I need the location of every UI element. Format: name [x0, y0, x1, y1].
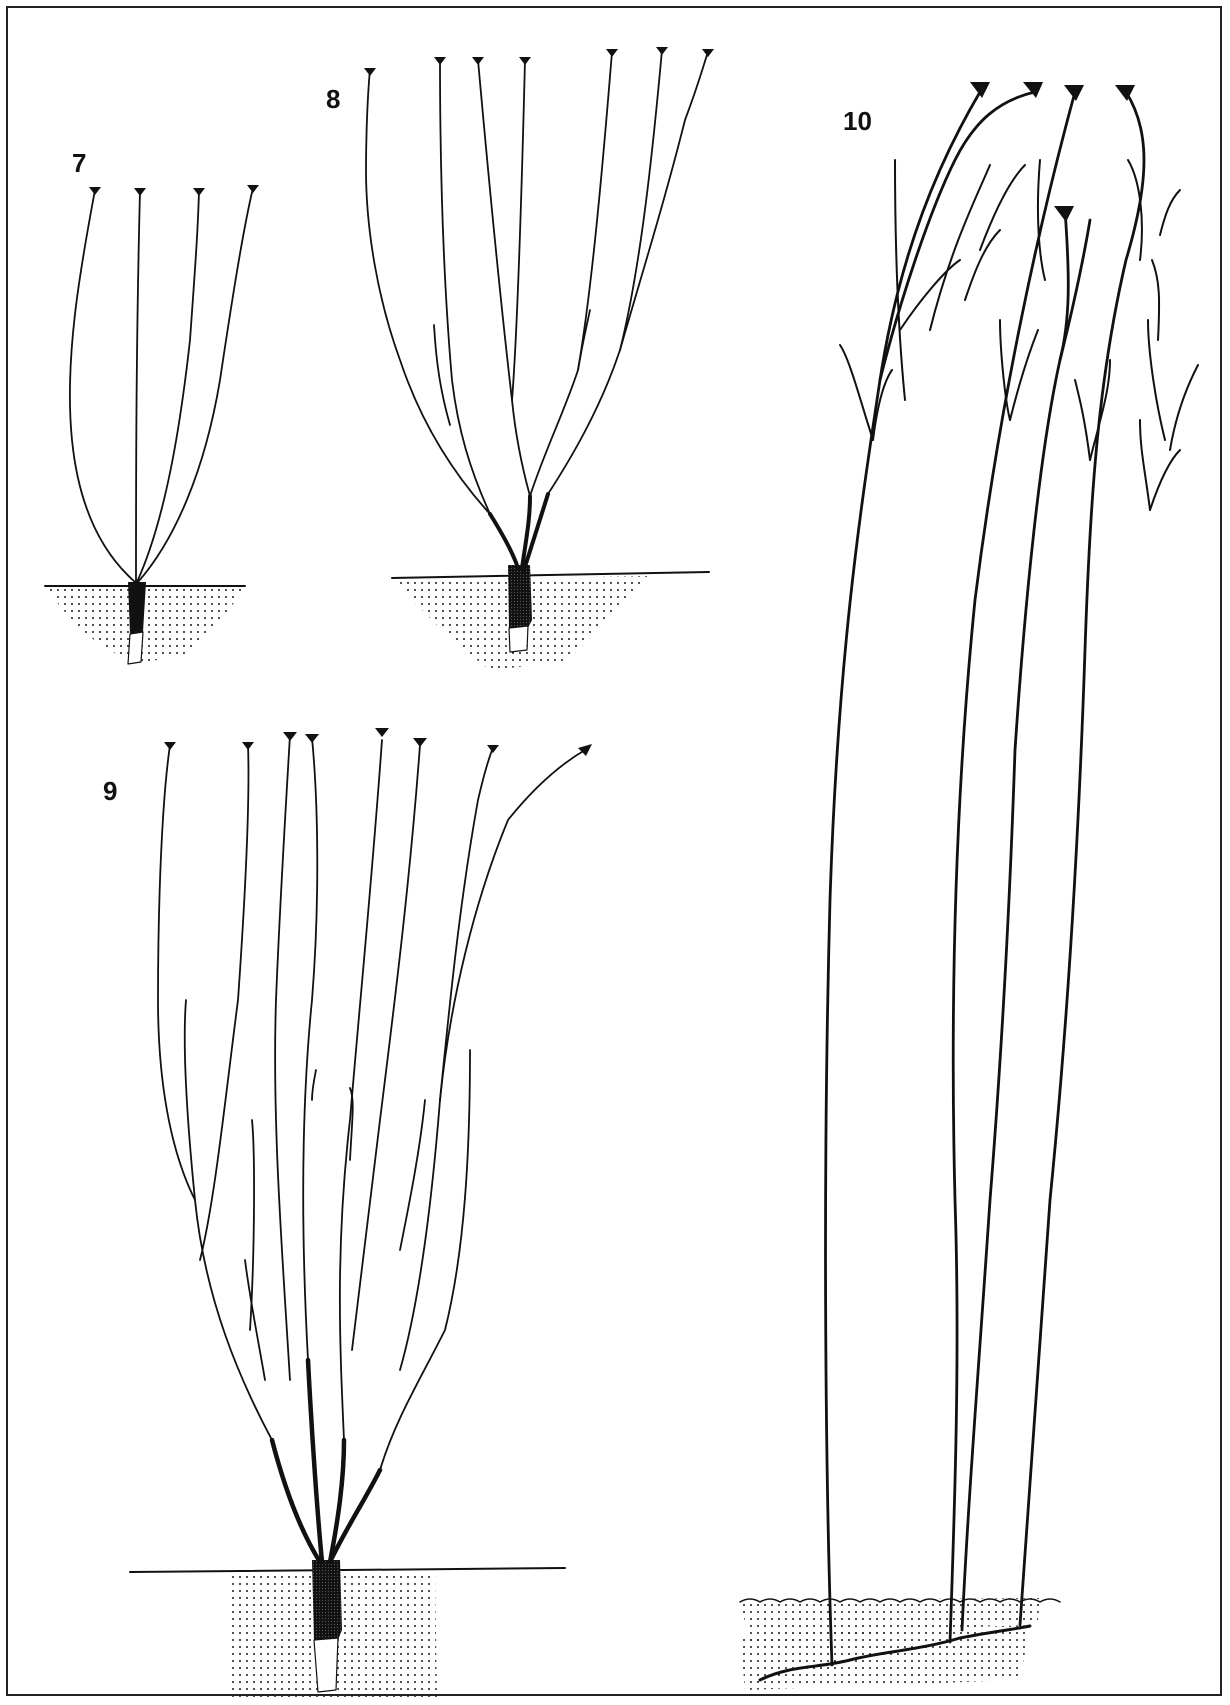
rootstock-base	[314, 1638, 338, 1692]
bud-markers	[970, 82, 1135, 222]
bud-markers	[164, 728, 592, 756]
thick-branches	[272, 1360, 380, 1562]
bud-markers	[89, 185, 259, 196]
rootstock-base	[128, 632, 143, 664]
soil-surface-line	[392, 572, 709, 578]
figure-10: 10	[740, 82, 1198, 1690]
figure-9: 9	[103, 728, 592, 1700]
soil-patch-lower	[740, 1625, 1030, 1690]
rootstock	[312, 1560, 342, 1642]
thick-branches	[490, 494, 548, 570]
shoots	[366, 50, 708, 514]
figure-8-label: 8	[326, 84, 340, 114]
soil-surface-line	[130, 1568, 565, 1572]
figure-9-label: 9	[103, 776, 117, 806]
shoots	[70, 188, 253, 582]
figure-10-label: 10	[843, 106, 872, 136]
rootstock	[508, 565, 532, 630]
tall-shoots	[826, 92, 1144, 1665]
rootstock	[128, 582, 146, 634]
figure-8: 8	[326, 47, 714, 670]
figure-7-label: 7	[72, 148, 86, 178]
rootstock-base	[509, 626, 528, 652]
figure-7: 7	[45, 148, 259, 664]
shoots	[158, 735, 585, 1470]
